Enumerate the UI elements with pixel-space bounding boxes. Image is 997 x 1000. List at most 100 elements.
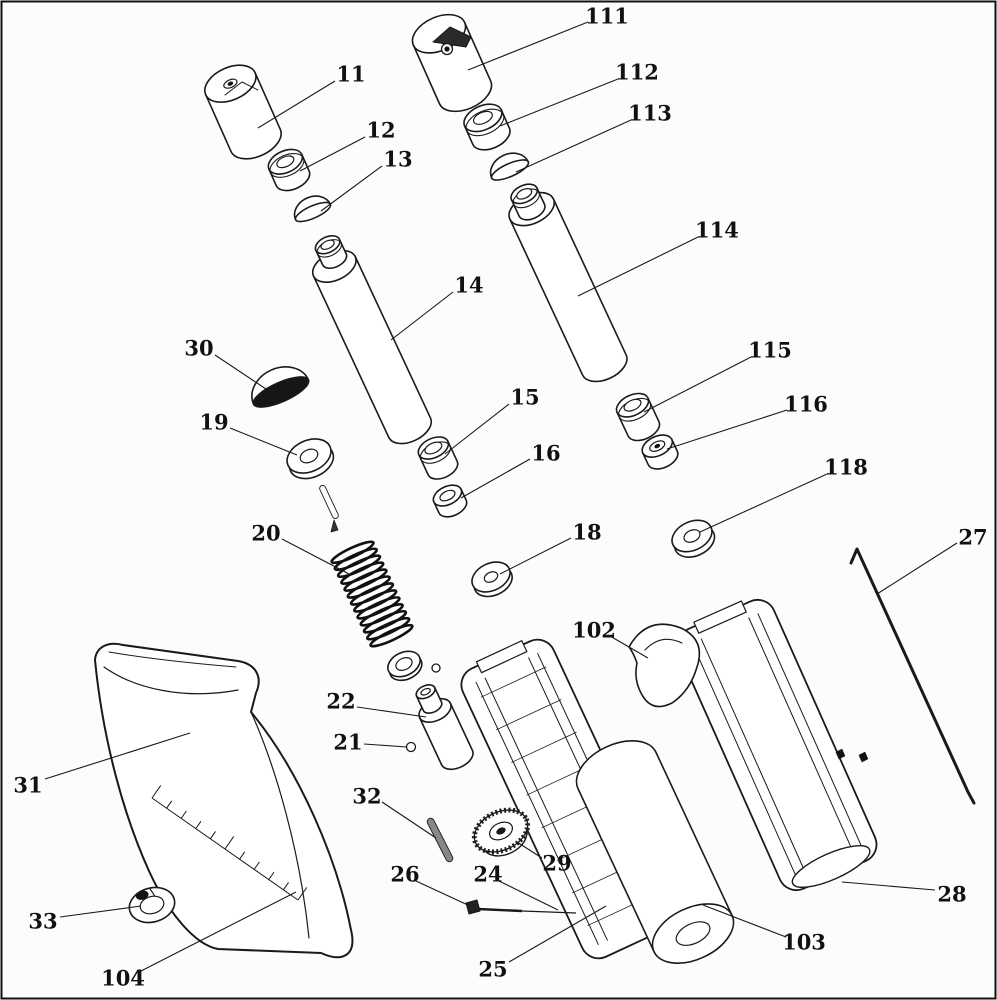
part-20-spring xyxy=(330,540,414,648)
leader-line-20 xyxy=(281,538,352,576)
part-112-ring xyxy=(463,103,511,151)
part-label-25: 25 xyxy=(478,957,507,982)
part-label-18: 18 xyxy=(572,520,601,545)
part-label-28: 28 xyxy=(937,882,966,907)
part-13-cap xyxy=(293,195,332,223)
part-22-tip xyxy=(415,684,443,714)
part-label-19: 19 xyxy=(199,410,228,435)
part-label-24: 24 xyxy=(473,862,502,887)
part-115-bushing xyxy=(615,392,661,442)
part-label-115: 115 xyxy=(748,338,792,363)
part-label-30: 30 xyxy=(184,336,213,361)
part-19-ring xyxy=(286,438,335,480)
part-label-14: 14 xyxy=(454,273,483,298)
part-label-31: 31 xyxy=(13,773,42,798)
part-31-inner-lip xyxy=(103,666,239,695)
part-116-ring xyxy=(641,434,679,470)
part-11-cap xyxy=(204,64,282,160)
part-27-rod xyxy=(849,547,976,805)
leader-line-31 xyxy=(44,732,191,780)
leader-line-102 xyxy=(609,635,649,659)
part-28-shell-half xyxy=(676,598,878,892)
leader-line-25 xyxy=(508,905,607,963)
part-26-screw-head xyxy=(465,899,481,915)
part-103-cartridge xyxy=(575,740,735,964)
leader-line-12 xyxy=(299,136,366,172)
leader-line-114 xyxy=(577,236,699,297)
leader-line-14 xyxy=(390,291,454,341)
part-label-26: 26 xyxy=(390,862,419,887)
part-31-top-edge xyxy=(108,651,237,668)
part-14-neck xyxy=(314,234,348,270)
part-label-15: 15 xyxy=(510,385,539,410)
part-111-cap xyxy=(411,13,493,113)
part-label-116: 116 xyxy=(784,392,828,417)
part-label-114: 114 xyxy=(695,218,739,243)
part-label-29: 29 xyxy=(542,851,571,876)
part-18-washer xyxy=(471,561,513,598)
small-screw-a xyxy=(835,748,846,760)
small-screw-b xyxy=(858,751,869,763)
part-26-screw-shaft xyxy=(477,907,523,913)
part-102-inner-curve xyxy=(644,638,683,651)
leader-line-30 xyxy=(214,354,267,390)
leader-line-118 xyxy=(699,473,828,533)
part-label-27: 27 xyxy=(958,525,987,550)
leader-line-116 xyxy=(666,409,788,450)
part-15-bushing xyxy=(417,436,459,480)
part-33-clip xyxy=(128,886,176,924)
part-11-top-seam xyxy=(224,81,259,96)
part-label-33: 33 xyxy=(28,909,57,934)
part-label-12: 12 xyxy=(366,118,395,143)
leader-line-115 xyxy=(643,356,752,413)
drawing-layer xyxy=(94,13,976,964)
leader-line-19 xyxy=(229,427,298,456)
part-label-111: 111 xyxy=(585,4,629,29)
part-19-pin-tip xyxy=(330,519,339,533)
part-label-20: 20 xyxy=(251,521,280,546)
leader-line-11 xyxy=(257,80,336,129)
part-label-102: 102 xyxy=(572,618,616,643)
part-31-inner-edge xyxy=(250,711,310,939)
part-label-11: 11 xyxy=(336,62,365,87)
leader-line-29 xyxy=(516,841,543,859)
part-21-ball xyxy=(405,741,417,753)
leader-line-26 xyxy=(415,880,471,907)
leader-line-15 xyxy=(444,403,510,455)
leader-line-13 xyxy=(320,165,383,212)
leader-line-111 xyxy=(467,21,589,71)
leader-line-104 xyxy=(140,891,297,972)
part-111-facet xyxy=(432,26,472,48)
leader-line-32 xyxy=(381,801,437,839)
part-31-housing-outline xyxy=(94,642,354,959)
part-113-cap xyxy=(489,152,530,181)
part-label-16: 16 xyxy=(531,441,560,466)
part-label-103: 103 xyxy=(782,930,826,955)
part-29-knob xyxy=(471,807,531,857)
part-111-hole-dot xyxy=(444,46,450,52)
part-label-113: 113 xyxy=(628,101,672,126)
leader-line-33 xyxy=(59,905,142,918)
part-32-pin xyxy=(426,817,454,863)
leader-line-28 xyxy=(841,881,936,891)
part-102-connector xyxy=(628,623,701,708)
part-19-pin xyxy=(319,484,339,520)
leader-line-27 xyxy=(876,542,958,595)
part-label-104: 104 xyxy=(101,966,145,991)
part-label-32: 32 xyxy=(352,784,381,809)
washer-above-plunger xyxy=(387,650,423,682)
part-label-118: 118 xyxy=(824,455,868,480)
leader-line-16 xyxy=(460,458,531,499)
leader-line-22 xyxy=(356,706,427,718)
leader-line-113 xyxy=(515,119,632,173)
part-24-pin xyxy=(521,910,577,914)
leader-line-24 xyxy=(498,880,559,911)
part-118-washer xyxy=(671,519,716,558)
small-ball xyxy=(431,663,441,673)
part-30-cap xyxy=(251,366,310,408)
leader-line-103 xyxy=(702,904,787,938)
part-label-22: 22 xyxy=(326,689,355,714)
